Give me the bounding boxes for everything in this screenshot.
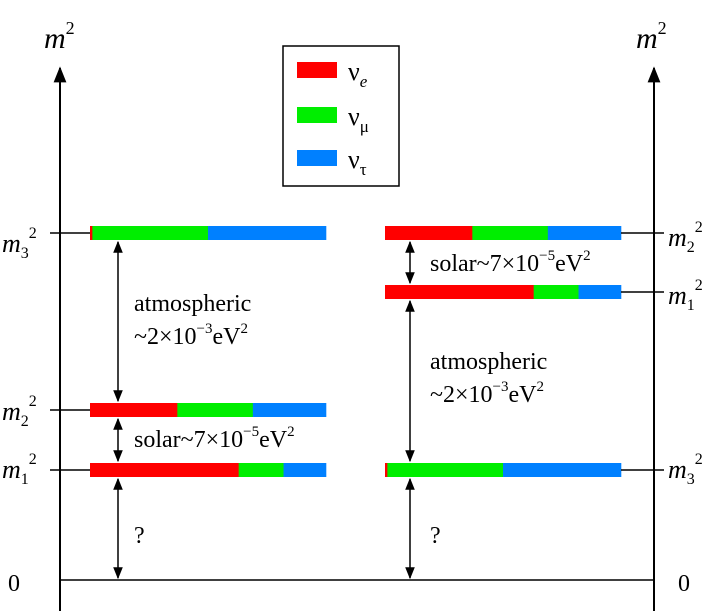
ih-bar-m3-nu-e-segment	[385, 463, 388, 477]
ih-atmospheric-value: ~2×10−3eV2	[430, 379, 544, 408]
nh-bar-m1	[90, 463, 327, 477]
nh-bar-m2-nu-tau-segment	[252, 403, 327, 417]
legend-swatch-nu-e	[297, 62, 337, 78]
ih-bar-m2-nu-mu-segment	[472, 226, 549, 240]
left-axis-label: m2	[44, 18, 75, 55]
nh-bar-m1-nu-tau-segment	[283, 463, 327, 477]
right-axis-label-sup: 2	[658, 18, 667, 38]
ih-sol-sup: −5	[539, 248, 555, 264]
zero-label-left: 0	[8, 571, 20, 597]
ih-bar-m1	[385, 285, 622, 299]
nh-sol-post: eV	[259, 427, 288, 453]
ih-label-m2-sub: 2	[687, 239, 695, 256]
ih-label-m3-base: m	[668, 455, 687, 484]
ih-bar-m2	[385, 226, 622, 240]
nh-bar-m2	[90, 403, 327, 417]
legend-label-nu-e-glyph: ν	[348, 57, 360, 86]
ih-atm-sup2: 2	[536, 379, 544, 395]
nh-sol-pre: solar~7×10	[134, 427, 243, 453]
legend-label-nu-mu-glyph: ν	[348, 102, 360, 131]
ih-bar-m3	[385, 463, 622, 477]
nh-label-m3-base: m	[2, 229, 21, 258]
legend-swatch-nu-tau	[297, 150, 337, 166]
nh-sol-sup2: 2	[287, 424, 295, 440]
ih-bar-m3-nu-mu-segment	[387, 463, 504, 477]
nh-unknown-label: ?	[134, 523, 145, 549]
ih-solar-label: solar~7×10−5eV2	[430, 248, 591, 277]
ih-bar-m1-nu-mu-segment	[533, 285, 579, 299]
nh-label-m2-sup: 2	[29, 393, 37, 410]
ih-label-m3-sub: 3	[687, 471, 695, 488]
legend-label-nu-tau: ντ	[348, 145, 367, 179]
ih-atm-sup: −3	[493, 379, 509, 395]
ih-bar-m1-nu-e-segment	[385, 285, 534, 299]
ih-bar-m2-nu-tau-segment	[547, 226, 622, 240]
nh-label-m1-sub: 1	[21, 471, 29, 488]
ih-label-m1-sub: 1	[687, 297, 695, 314]
nh-label-m3: m32	[2, 225, 37, 262]
ih-label-m3-sup: 2	[695, 451, 703, 468]
ih-label-m1: m12	[668, 277, 703, 314]
ih-label-m2-sup: 2	[695, 219, 703, 236]
nh-label-m1-base: m	[2, 455, 21, 484]
nh-atm-sup2: 2	[240, 321, 248, 337]
ih-atm-pre: ~2×10	[430, 382, 493, 408]
left-axis-label-base: m	[44, 22, 66, 55]
nh-bar-m3-nu-tau-segment	[208, 226, 327, 240]
nh-bar-m3	[90, 226, 327, 240]
nh-bar-m2-nu-e-segment	[90, 403, 178, 417]
nh-label-m1: m12	[2, 451, 37, 488]
ih-label-m2: m22	[668, 219, 703, 256]
nh-bar-m1-nu-mu-segment	[238, 463, 284, 477]
zero-label-right: 0	[678, 571, 690, 597]
nh-atm-pre: ~2×10	[134, 324, 197, 350]
nh-label-m3-sup: 2	[29, 225, 37, 242]
ih-label-m1-sup: 2	[695, 277, 703, 294]
right-axis-label-base: m	[636, 22, 658, 55]
ih-bar-m3-nu-tau-segment	[503, 463, 622, 477]
ih-sol-post: eV	[555, 251, 584, 277]
nh-label-m3-sub: 3	[21, 245, 29, 262]
legend-label-nu-mu: νμ	[348, 102, 369, 136]
ih-atm-post: eV	[509, 382, 538, 408]
legend-label-nu-mu-sub: μ	[360, 117, 369, 136]
nh-label-m1-sup: 2	[29, 451, 37, 468]
legend-label-nu-tau-sub: τ	[360, 160, 367, 179]
ih-bar-m1-nu-tau-segment	[578, 285, 622, 299]
nh-label-m2-sub: 2	[21, 413, 29, 430]
nh-bar-m1-nu-e-segment	[90, 463, 239, 477]
ih-label-m2-base: m	[668, 223, 687, 252]
nh-atmospheric-label: atmospheric	[134, 291, 251, 317]
nh-bar-m2-nu-mu-segment	[177, 403, 254, 417]
legend: νe νμ ντ	[282, 45, 400, 187]
nh-atmospheric-value: ~2×10−3eV2	[134, 321, 248, 350]
ih-label-m1-base: m	[668, 281, 687, 310]
ih-bar-m2-nu-e-segment	[385, 226, 473, 240]
ih-sol-sup2: 2	[583, 248, 591, 264]
ih-atmospheric-label: atmospheric	[430, 349, 547, 375]
nh-label-m2-base: m	[2, 397, 21, 426]
nh-atm-post: eV	[213, 324, 242, 350]
nh-label-m2: m22	[2, 393, 37, 430]
left-axis-label-sup: 2	[66, 18, 75, 38]
inverted-hierarchy: m22 m12 m32 solar~7×10−5eV2 atmospheric …	[385, 219, 703, 580]
nh-bar-m3-nu-e-segment	[90, 226, 93, 240]
ih-label-m3: m32	[668, 451, 703, 488]
ih-unknown-label: ?	[430, 523, 441, 549]
legend-label-nu-tau-glyph: ν	[348, 145, 360, 174]
legend-label-nu-e-sub: e	[360, 72, 368, 91]
normal-hierarchy: m32 m22 m12 atmospheric ~2×10−3eV2 solar…	[2, 225, 327, 580]
nh-solar-label: solar~7×10−5eV2	[134, 424, 295, 453]
legend-label-nu-e: νe	[348, 57, 368, 91]
nh-bar-m3-nu-mu-segment	[92, 226, 209, 240]
ih-sol-pre: solar~7×10	[430, 251, 539, 277]
nh-atm-sup: −3	[197, 321, 213, 337]
right-axis-label: m2	[636, 18, 667, 55]
legend-swatch-nu-mu	[297, 107, 337, 123]
nh-sol-sup: −5	[243, 424, 259, 440]
